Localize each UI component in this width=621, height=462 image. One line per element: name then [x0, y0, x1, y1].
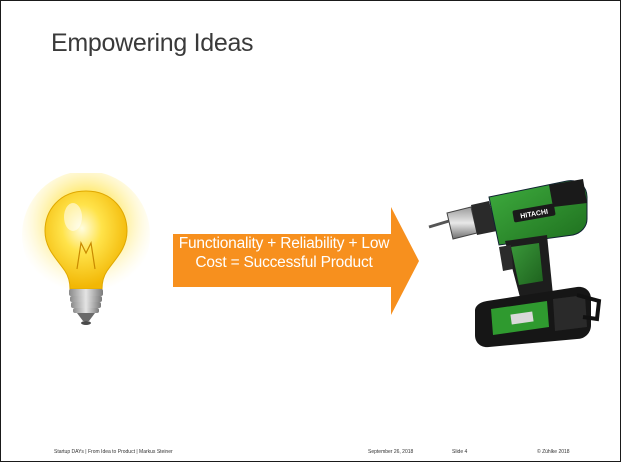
right-arrow-icon — [173, 207, 419, 315]
footer-copyright: © Zühlke 2018 — [537, 449, 570, 455]
drill-icon: HITACHI — [428, 179, 602, 348]
process-arrow: Functionality + Reliability + Low Cost =… — [173, 207, 419, 315]
light-bulb-image — [21, 171, 151, 333]
footer-event-info: Startup DAYs | From Idea to Product | Ma… — [54, 449, 173, 455]
cordless-drill-image: HITACHI — [427, 177, 602, 357]
arrow-label: Functionality + Reliability + Low Cost =… — [178, 235, 390, 271]
drill-brand-label: HITACHI — [520, 209, 549, 221]
light-bulb-icon — [22, 171, 150, 325]
footer-date: September 26, 2018 — [368, 449, 414, 455]
slide-title: Empowering Ideas — [51, 29, 254, 57]
footer-slide-number: Slide 4 — [452, 449, 468, 455]
